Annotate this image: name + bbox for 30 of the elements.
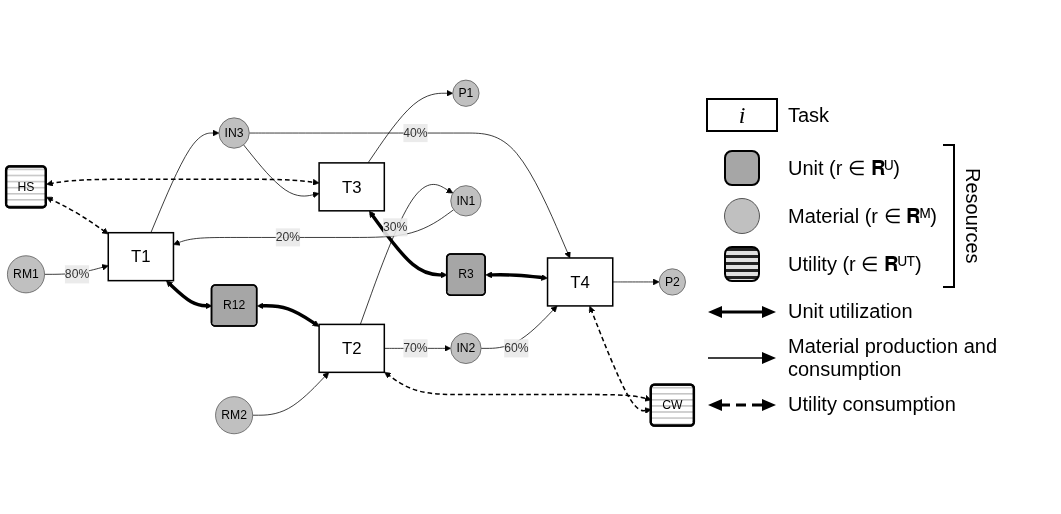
edge-label: 20% — [275, 230, 301, 244]
group-label: Resources — [961, 168, 984, 264]
arrow — [257, 302, 320, 327]
node-circle: IN1 — [450, 185, 482, 217]
legend-label: Unit (r ∈ 𝐑ᵁ) — [788, 156, 900, 180]
legend-label: Utility (r ∈ 𝐑ᵁᵀ) — [788, 252, 922, 276]
legend-label: Material production and consumption — [788, 335, 998, 381]
edge-label: 70% — [403, 341, 428, 355]
edge-label: 60% — [504, 341, 529, 355]
edge-label: 40% — [403, 126, 428, 140]
node-circle: IN3 — [218, 117, 250, 149]
edge-label: 80% — [64, 267, 90, 281]
legend-label: Task — [788, 103, 830, 127]
edge-label: 30% — [383, 220, 408, 234]
legend-label: Material (r ∈ 𝐑ᴹ) — [788, 204, 937, 228]
node-box: T3 — [318, 162, 386, 212]
arrow — [485, 271, 548, 281]
legend-label: Unit utilization — [788, 300, 913, 323]
node-circle: RM2 — [215, 396, 254, 435]
node-box: T4 — [546, 257, 614, 307]
arrow — [46, 178, 320, 187]
node-box: T2 — [318, 323, 386, 374]
node-box: T1 — [107, 232, 175, 282]
legend-label: Utility consumption — [788, 393, 956, 416]
node-circle: P1 — [452, 79, 480, 107]
node-circle: RM1 — [7, 255, 45, 294]
node-circle: IN2 — [450, 332, 482, 364]
arrow — [46, 196, 109, 235]
node-circle: P2 — [658, 268, 686, 296]
task-index-symbol: i — [738, 101, 746, 129]
